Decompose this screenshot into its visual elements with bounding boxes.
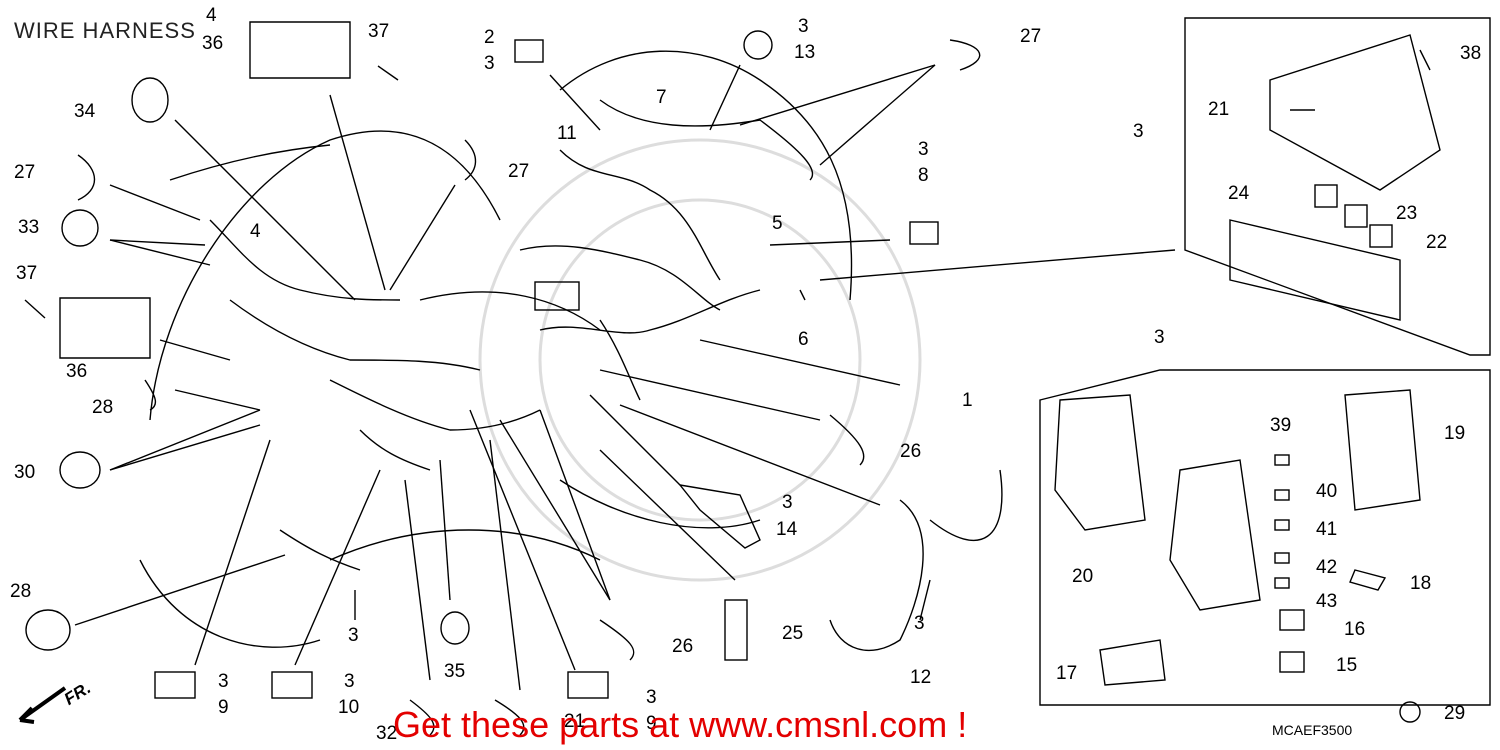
diagram-title: WIRE HARNESS — [14, 18, 196, 43]
callout-6: 6 — [798, 329, 809, 350]
callout-3: 3 — [914, 613, 925, 634]
callout-28: 27 — [14, 162, 36, 183]
callout-3: 3 — [782, 492, 793, 513]
callout-38: 38 — [1460, 43, 1482, 64]
callout-3: 3 — [344, 671, 355, 692]
callout-3: 3 — [798, 16, 809, 37]
callout-3: 3 — [918, 139, 929, 160]
callout-30: 30 — [14, 462, 36, 483]
callout-13: 13 — [794, 42, 816, 63]
callout-11: 11 — [557, 123, 577, 144]
callout-42: 42 — [1316, 557, 1338, 578]
callout-28: 27 — [508, 161, 530, 182]
callout-14: 14 — [776, 519, 798, 540]
callout-43: 43 — [1316, 591, 1338, 612]
callout-2: 2 — [484, 27, 495, 48]
callout-16: 16 — [1344, 619, 1366, 640]
callout-10: 10 — [338, 697, 360, 718]
callout-3: 3 — [1133, 121, 1144, 142]
callout-4: 4 — [206, 5, 217, 26]
callout-3: 3 — [646, 687, 657, 708]
callout-34: 34 — [74, 101, 96, 122]
callout-5: 5 — [772, 213, 783, 234]
callout-26: 29 — [1444, 703, 1466, 724]
callout-17: 17 — [1056, 663, 1078, 684]
callout-15: 15 — [1336, 655, 1358, 676]
callout-36: 36 — [202, 33, 224, 54]
callout-3: 3 — [484, 53, 495, 74]
callout-7: 7 — [656, 87, 667, 108]
callout-18: 18 — [1410, 573, 1432, 594]
callout-27: 26 — [672, 636, 694, 657]
callout-19: 19 — [1444, 423, 1466, 444]
callout-3: 3 — [348, 625, 359, 646]
callout-37: 37 — [368, 21, 390, 42]
callout-24: 24 — [1228, 183, 1250, 204]
callout-35: 35 — [444, 661, 466, 682]
callout-21: 21 — [564, 711, 586, 732]
callout-37: 37 — [16, 263, 38, 284]
callout-29: 28 — [92, 397, 114, 418]
callout-41: 41 — [1316, 519, 1338, 540]
callout-3: 3 — [1154, 327, 1165, 348]
callout-8: 8 — [918, 165, 929, 186]
callout-27: 26 — [900, 441, 922, 462]
callout-28: 27 — [1020, 26, 1042, 47]
callout-1: 1 — [962, 390, 973, 411]
callout-9: 9 — [218, 697, 229, 718]
callout-33: 33 — [18, 217, 40, 238]
callout-36: 36 — [66, 361, 88, 382]
callout-32: 32 — [376, 723, 398, 744]
callout-40: 40 — [1316, 481, 1338, 502]
callout-23: 23 — [1396, 203, 1418, 224]
callout-4: 4 — [250, 221, 261, 242]
callout-12: 12 — [910, 667, 932, 688]
callout-25: 25 — [782, 623, 804, 644]
callout-22: 22 — [1426, 232, 1448, 253]
diagram-code: MCAEF3500 — [1272, 722, 1353, 738]
watermark-link[interactable]: Get these parts at www.cmsnl.com ! — [393, 704, 968, 745]
callout-3: 3 — [218, 671, 229, 692]
callout-29: 28 — [10, 581, 32, 602]
callout-9: 9 — [646, 713, 657, 734]
callout-21: 21 — [1208, 99, 1230, 120]
callout-20: 20 — [1072, 566, 1094, 587]
callout-39: 39 — [1270, 415, 1292, 436]
